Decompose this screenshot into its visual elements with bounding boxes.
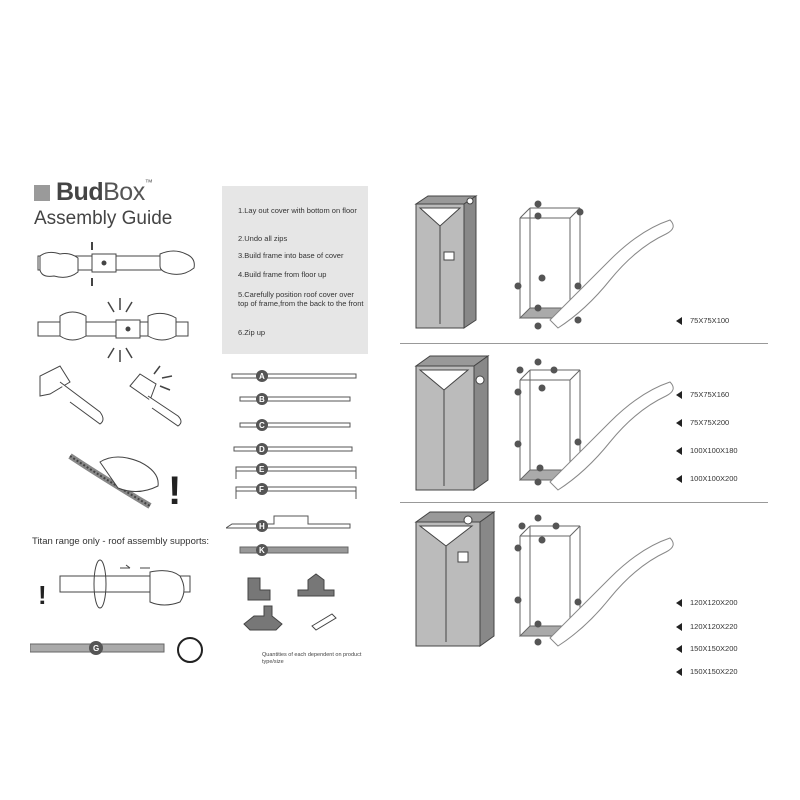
svg-text:D: D <box>259 445 265 454</box>
size-label: 150X150X220 <box>676 667 738 676</box>
brand-logo: BudBox™ <box>56 178 153 206</box>
size-label: 100X100X200 <box>676 474 738 483</box>
step-5: 5.Carefully position roof cover over top… <box>238 290 364 308</box>
svg-text:!: ! <box>38 580 47 610</box>
svg-text:H: H <box>259 522 265 531</box>
size-label: 100X100X180 <box>676 446 738 455</box>
exclamation-mark: ! <box>168 469 181 513</box>
step-3: 3.Build frame into base of cover <box>238 251 344 260</box>
size-label: 75X75X160 <box>676 390 729 399</box>
step-6: 6.Zip up <box>238 328 266 337</box>
titan-note: Titan range only - roof assembly support… <box>32 536 210 547</box>
svg-text:F: F <box>259 485 264 494</box>
size-label: 120X120X220 <box>676 622 738 631</box>
step-2: 2.Undo all zips <box>238 234 288 243</box>
svg-text:E: E <box>259 465 265 474</box>
logo-square <box>34 185 50 201</box>
size-label: 75X75X100 <box>676 316 729 325</box>
tent-row-3 <box>414 511 674 647</box>
svg-text:A: A <box>259 372 265 381</box>
row-divider-2 <box>400 502 768 503</box>
size-label: 75X75X200 <box>676 418 729 427</box>
svg-text:G: G <box>93 644 99 653</box>
hand-illustrations: ! <box>37 242 195 513</box>
svg-text:K: K <box>259 546 265 555</box>
tent-row-1 <box>414 195 674 330</box>
tent-row-2 <box>414 355 674 491</box>
svg-text:B: B <box>259 395 265 404</box>
parts-list: A B C D E F H K <box>226 370 357 631</box>
quantities-note: Quantities of each dependent on product … <box>262 652 362 665</box>
svg-text:C: C <box>259 421 265 430</box>
size-label: 150X150X200 <box>676 644 738 653</box>
page-title: Assembly Guide <box>34 208 173 229</box>
size-label: 120X120X200 <box>676 598 738 607</box>
titan-roof-support-illustration: ! G <box>30 559 203 663</box>
step-4: 4.Build frame from floor up <box>238 270 327 279</box>
row-divider-1 <box>400 343 768 344</box>
step-1: 1.Lay out cover with bottom on floor <box>238 206 357 215</box>
instructions-panel: 1.Lay out cover with bottom on floor 2.U… <box>222 186 368 354</box>
